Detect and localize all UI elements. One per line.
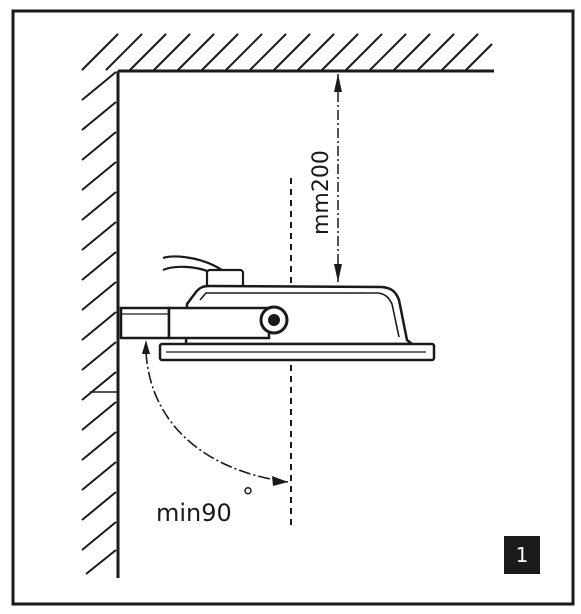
angle-arrow-right [272,476,288,486]
wall-hatching [81,71,117,575]
lamp-lens-plate [158,342,436,362]
clearance-label: mm200 [309,150,334,235]
angle-arc [145,351,289,483]
clearance-dimension [334,74,342,282]
angle-label: min90 [156,499,232,527]
angle-degree-mark: ° [242,483,254,511]
mounting-bracket [119,306,271,340]
dimension-arrow-top [334,74,342,92]
outer-frame [11,9,575,606]
ceiling-hatching [81,33,493,71]
figure-number: 1 [516,543,529,567]
cable-gland [205,268,245,289]
figure-number-badge: 1 [504,536,540,574]
angle-arrow-up [142,340,150,354]
pivot-knob [259,305,289,335]
dimension-arrow-bottom [334,264,342,282]
